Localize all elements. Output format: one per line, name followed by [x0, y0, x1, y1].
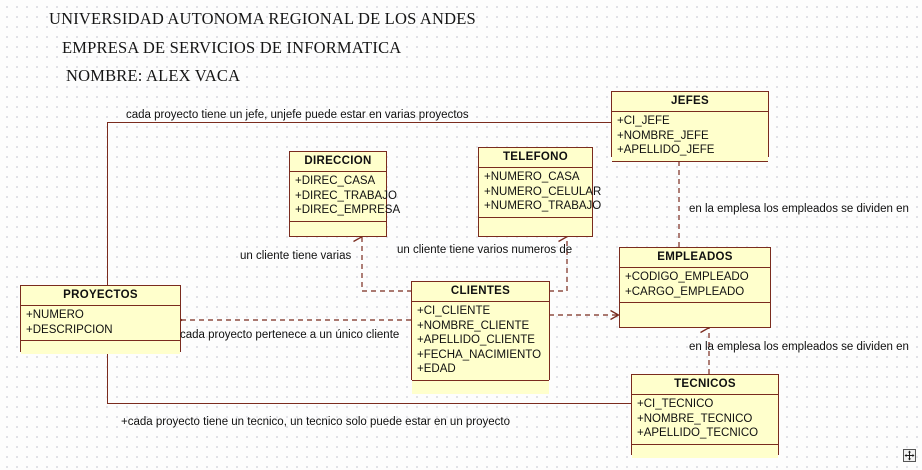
class-title-tecnicos: TECNICOS	[632, 375, 778, 395]
header-line-company: EMPRESA DE SERVICIOS DE INFORMATICA	[62, 38, 402, 57]
attribute: +NOMBRE_TECNICO	[637, 412, 753, 425]
attribute: +CODIGO_EMPLEADO	[625, 271, 749, 283]
attribute: +CARGO_EMPLEADO	[625, 285, 745, 298]
class-attributes-jefes: +CI_JEFE +NOMBRE_JEFE +APELLIDO_JEFE	[612, 112, 768, 162]
edge-label-proyecto-cliente: cada proyecto pertenece a un único clien…	[180, 329, 400, 341]
attribute: +EDAD	[417, 363, 456, 375]
attribute: +DIREC_TRABAJO	[295, 189, 397, 202]
class-title-jefes: JEFES	[612, 92, 768, 112]
class-operations-direccion	[290, 221, 386, 235]
class-box-tecnicos[interactable]: TECNICOS +CI_TECNICO +NOMBRE_TECNICO +AP…	[631, 374, 779, 458]
class-attributes-tecnicos: +CI_TECNICO +NOMBRE_TECNICO +APELLIDO_TE…	[632, 395, 778, 445]
class-operations-empleados	[620, 303, 770, 316]
move-icon[interactable]	[903, 449, 916, 462]
attribute: +NUMERO_TRABAJO	[484, 200, 602, 212]
attribute: +NOMBRE_CLIENTE	[417, 319, 530, 332]
attribute: +FECHA_NACIMIENTO	[417, 348, 542, 361]
class-box-telefono[interactable]: TELEFONO +NUMERO_CASA +NUMERO_CELULAR +N…	[478, 147, 602, 237]
header-line-author: NOMBRE: ALEX VACA	[66, 66, 241, 85]
attribute: +CI_TECNICO	[637, 398, 714, 410]
class-attributes-proyectos: +NUMERO +DESCRIPCION	[21, 306, 180, 341]
attribute: +APELLIDO_TECNICO	[637, 427, 759, 439]
class-box-clientes[interactable]: CLIENTES +CI_CLIENTE +NOMBRE_CLIENTE +AP…	[411, 281, 550, 394]
edge-label-empleados-jefes: en la emplesa los empleados se dividen e…	[689, 203, 909, 215]
class-attributes-clientes: +CI_CLIENTE +NOMBRE_CLIENTE +APELLIDO_CL…	[412, 302, 549, 381]
attribute: +NUMERO_CELULAR	[484, 185, 602, 198]
class-operations-tecnicos	[632, 444, 778, 458]
class-title-telefono: TELEFONO	[479, 148, 592, 168]
class-attributes-direccion: +DIREC_CASA +DIREC_TRABAJO +DIREC_EMPRES…	[290, 172, 401, 222]
class-operations-clientes	[412, 380, 549, 394]
attribute: +NUMERO	[26, 309, 84, 321]
attribute: +CI_JEFE	[617, 115, 670, 127]
class-box-jefes[interactable]: JEFES +CI_JEFE +NOMBRE_JEFE +APELLIDO_JE…	[611, 91, 769, 162]
class-box-proyectos[interactable]: PROYECTOS +NUMERO +DESCRIPCION	[20, 285, 181, 354]
class-title-proyectos: PROYECTOS	[21, 286, 180, 306]
edge-label-proyecto-tecnico: +cada proyecto tiene un tecnico, un tecn…	[121, 416, 511, 428]
header-line-university: UNIVERSIDAD AUTONOMA REGIONAL DE LOS AND…	[49, 9, 476, 28]
edge-label-cliente-direcciones: un cliente tiene varias	[240, 250, 352, 262]
edge-proyectos-tecnicos-vertical	[107, 352, 108, 403]
attribute: +NOMBRE_JEFE	[617, 129, 709, 142]
attribute: +CI_CLIENTE	[417, 305, 491, 317]
attribute: +NUMERO_CASA	[484, 171, 580, 183]
edge-proyectos-tecnicos-horizontal	[107, 403, 631, 404]
edge-proyectos-jefes-horizontal	[107, 122, 613, 123]
attribute: +DIREC_EMPRESA	[295, 204, 401, 216]
edge-proyectos-jefes-vertical	[107, 122, 108, 287]
class-operations-telefono	[479, 217, 592, 231]
attribute: +DESCRIPCION	[26, 323, 113, 336]
class-operations-proyectos	[21, 341, 180, 354]
class-title-clientes: CLIENTES	[412, 282, 549, 302]
edge-label-empleados-tecnicos: en la emplesa los empleados se dividen e…	[689, 341, 909, 353]
edge-label-proyecto-jefe: cada proyecto tiene un jefe, unjefe pued…	[126, 109, 469, 121]
class-box-direccion[interactable]: DIRECCION +DIREC_CASA +DIREC_TRABAJO +DI…	[289, 151, 401, 237]
class-box-empleados[interactable]: EMPLEADOS +CODIGO_EMPLEADO +CARGO_EMPLEA…	[619, 247, 771, 328]
class-title-empleados: EMPLEADOS	[620, 248, 770, 268]
class-title-direccion: DIRECCION	[290, 152, 386, 172]
attribute: +APELLIDO_CLIENTE	[417, 334, 535, 346]
attribute: +APELLIDO_JEFE	[617, 144, 715, 156]
class-attributes-empleados: +CODIGO_EMPLEADO +CARGO_EMPLEADO	[620, 268, 770, 303]
class-attributes-telefono: +NUMERO_CASA +NUMERO_CELULAR +NUMERO_TRA…	[479, 168, 602, 218]
edge-label-cliente-telefonos: un cliente tiene varios numeros de	[397, 244, 573, 256]
attribute: +DIREC_CASA	[295, 175, 376, 187]
